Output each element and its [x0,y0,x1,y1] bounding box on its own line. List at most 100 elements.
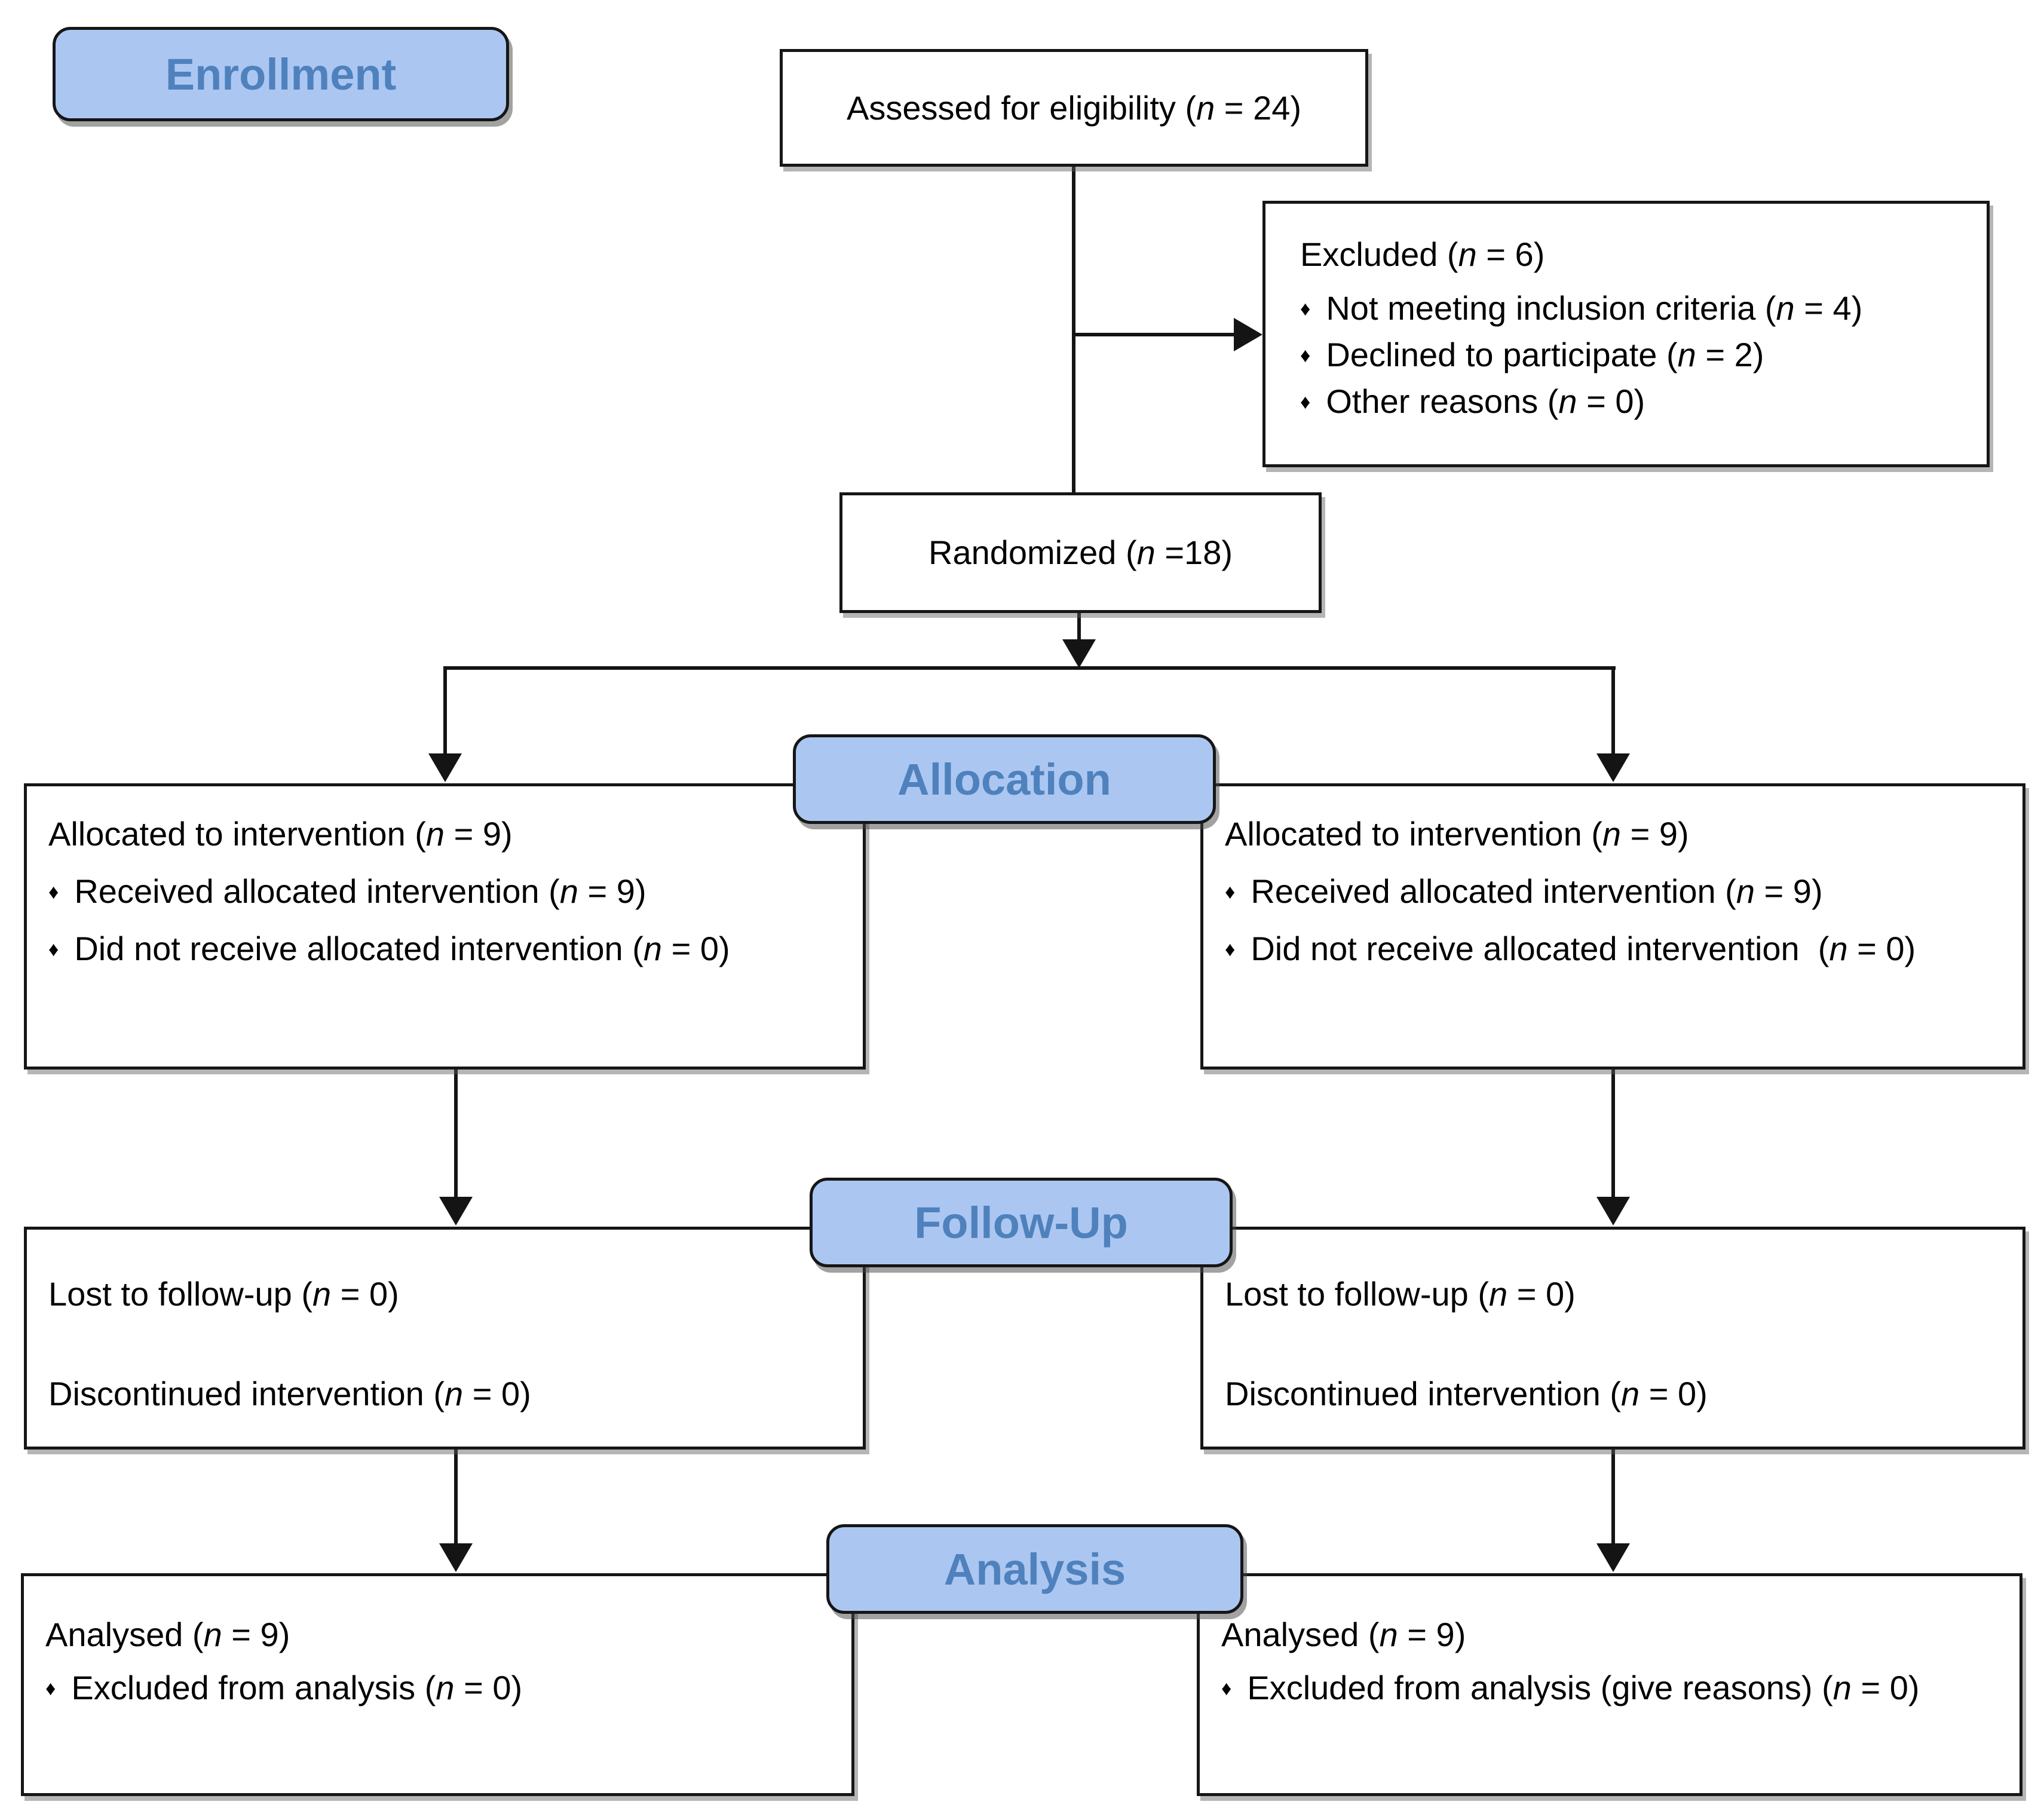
analysis-left-title: Analysed (n = 9) [45,1617,839,1653]
alloc-r-title-post: = 9) [1621,815,1689,853]
excluded-b0-n: n [1776,289,1795,327]
connector-left-allocation-to-followup [454,1070,458,1200]
excluded-b2-post: = 0) [1577,382,1645,420]
excluded-n: n [1458,235,1477,273]
arrowhead-into-excluded-icon [1234,318,1262,351]
an-r-b0-post: = 0) [1851,1669,1920,1706]
followup-stage-label: Follow-Up [914,1197,1128,1248]
excluded-b1-n: n [1677,336,1696,373]
fu-r-0-pre: Lost to follow-up ( [1225,1275,1489,1313]
fu-l-0-pre: Lost to follow-up ( [48,1275,312,1313]
assessed-text-pre: Assessed for eligibility ( [846,88,1197,127]
enrollment-stage-label: Enrollment [165,49,397,99]
bullet-diamond-icon: ♦ [1300,298,1311,320]
fu-l-0-n: n [312,1275,332,1313]
connector-branch-to-excluded [1074,333,1235,336]
alloc-r-title-pre: Allocated to intervention ( [1225,815,1602,853]
excluded-b1-pre: Declined to participate ( [1326,336,1678,373]
analysis-left-box: Analysed (n = 9) ♦ Excluded from analysi… [21,1573,854,1796]
excluded-title-pre: Excluded ( [1300,235,1458,273]
connector-left-followup-to-analysis [454,1450,458,1546]
followup-stage-badge: Follow-Up [810,1178,1233,1267]
followup-right-line2: Discontinued intervention (n = 0) [1225,1376,2011,1412]
alloc-l-b1-n: n [643,930,663,967]
enrollment-stage-badge: Enrollment [53,27,509,121]
analysis-left-bullet-text: Excluded from analysis (n = 0) [71,1670,522,1706]
allocation-right-bullet-line: ♦ Received allocated intervention (n = 9… [1225,874,2011,909]
alloc-l-title-post: = 9) [445,815,513,853]
allocation-right-bullet-text: Received allocated intervention (n = 9) [1251,874,1822,909]
allocation-left-title: Allocated to intervention (n = 9) [48,816,851,852]
an-r-b0-pre: Excluded from analysis (give reasons) ( [1247,1669,1833,1706]
bullet-diamond-icon: ♦ [1225,881,1236,903]
randomized-text-post: =18) [1155,534,1233,571]
randomized-box: Randomized (n =18) [839,492,1322,613]
an-l-b0-pre: Excluded from analysis ( [71,1669,436,1706]
fu-r-1-post: = 0) [1640,1375,1708,1412]
excluded-b0-pre: Not meeting inclusion criteria ( [1326,289,1776,327]
randomized-n: n [1136,534,1156,571]
arrowhead-into-left-analysis-icon [439,1543,473,1572]
an-r-b0-n: n [1832,1669,1852,1706]
bullet-diamond-icon: ♦ [1221,1677,1232,1700]
bullet-diamond-icon: ♦ [48,881,59,903]
allocation-stage-label: Allocation [897,754,1111,804]
allocation-stage-badge: Allocation [793,734,1216,824]
bullet-diamond-icon: ♦ [48,938,59,961]
assessed-text-post: = 24) [1215,88,1302,127]
fu-l-1-post: = 0) [463,1375,531,1412]
arrowhead-into-right-allocation-icon [1596,753,1630,782]
alloc-r-b0-post: = 9) [1754,872,1823,910]
excluded-bullet-line: ♦ Declined to participate (n = 2) [1300,337,1969,373]
analysis-right-title: Analysed (n = 9) [1221,1617,2008,1653]
excluded-bullet-text: Other reasons (n = 0) [1326,384,1645,419]
allocation-right-box: Allocated to intervention (n = 9) ♦ Rece… [1200,783,2025,1070]
alloc-l-b0-pre: Received allocated intervention ( [74,872,560,910]
assessed-n: n [1196,88,1215,127]
randomized-text: Randomized (n =18) [928,535,1233,571]
alloc-l-b0-post: = 9) [578,872,646,910]
alloc-r-b0-n: n [1736,872,1755,910]
an-l-title-n: n [203,1616,222,1653]
alloc-l-b1-post: = 0) [662,930,730,967]
allocation-left-bullet-line: ♦ Received allocated intervention (n = 9… [48,874,851,909]
analysis-stage-badge: Analysis [826,1524,1243,1614]
connector-right-allocation-to-followup [1611,1070,1615,1200]
fu-l-0-post: = 0) [331,1275,399,1313]
arrowhead-into-left-allocation-icon [428,753,462,782]
analysis-right-bullet-line: ♦ Excluded from analysis (give reasons) … [1221,1670,2008,1706]
excluded-box: Excluded (n = 6) ♦ Not meeting inclusion… [1262,201,1990,467]
assessed-for-eligibility-box: Assessed for eligibility (n = 24) [780,49,1368,167]
bullet-diamond-icon: ♦ [45,1677,56,1700]
fu-r-0-n: n [1488,1275,1508,1313]
analysis-left-bullet-line: ♦ Excluded from analysis (n = 0) [45,1670,839,1706]
allocation-right-title: Allocated to intervention (n = 9) [1225,816,2011,852]
arrowhead-into-left-followup-icon [439,1197,473,1225]
excluded-b1-post: = 2) [1696,336,1764,373]
arrowhead-into-right-analysis-icon [1596,1543,1630,1572]
analysis-right-bullet-text: Excluded from analysis (give reasons) (n… [1247,1670,1919,1706]
alloc-l-title-pre: Allocated to intervention ( [48,815,426,853]
excluded-bullet-line: ♦ Other reasons (n = 0) [1300,384,1969,419]
randomized-text-pre: Randomized ( [928,534,1137,571]
alloc-l-b0-n: n [559,872,578,910]
allocation-left-bullet-text: Did not receive allocated intervention (… [74,931,730,967]
an-l-b0-n: n [436,1669,455,1706]
fu-l-1-n: n [445,1375,464,1412]
allocation-left-bullet-text: Received allocated intervention (n = 9) [74,874,646,909]
an-l-b0-post: = 0) [454,1669,523,1706]
alloc-l-title-n: n [425,815,445,853]
excluded-bullet-text: Declined to participate (n = 2) [1326,337,1764,373]
allocation-left-bullet-line: ♦ Did not receive allocated intervention… [48,931,851,967]
fu-r-0-post: = 0) [1507,1275,1576,1313]
excluded-title: Excluded (n = 6) [1300,237,1969,272]
excluded-b0-post: = 4) [1794,289,1863,327]
excluded-bullet-text: Not meeting inclusion criteria (n = 4) [1326,290,1862,326]
arrowhead-into-right-followup-icon [1596,1197,1630,1225]
excluded-bullet-line: ♦ Not meeting inclusion criteria (n = 4) [1300,290,1969,326]
excluded-title-post: = 6) [1476,235,1545,273]
an-r-title-n: n [1379,1616,1398,1653]
an-l-title-pre: Analysed ( [45,1616,204,1653]
split-horizontal-line [443,666,1616,670]
